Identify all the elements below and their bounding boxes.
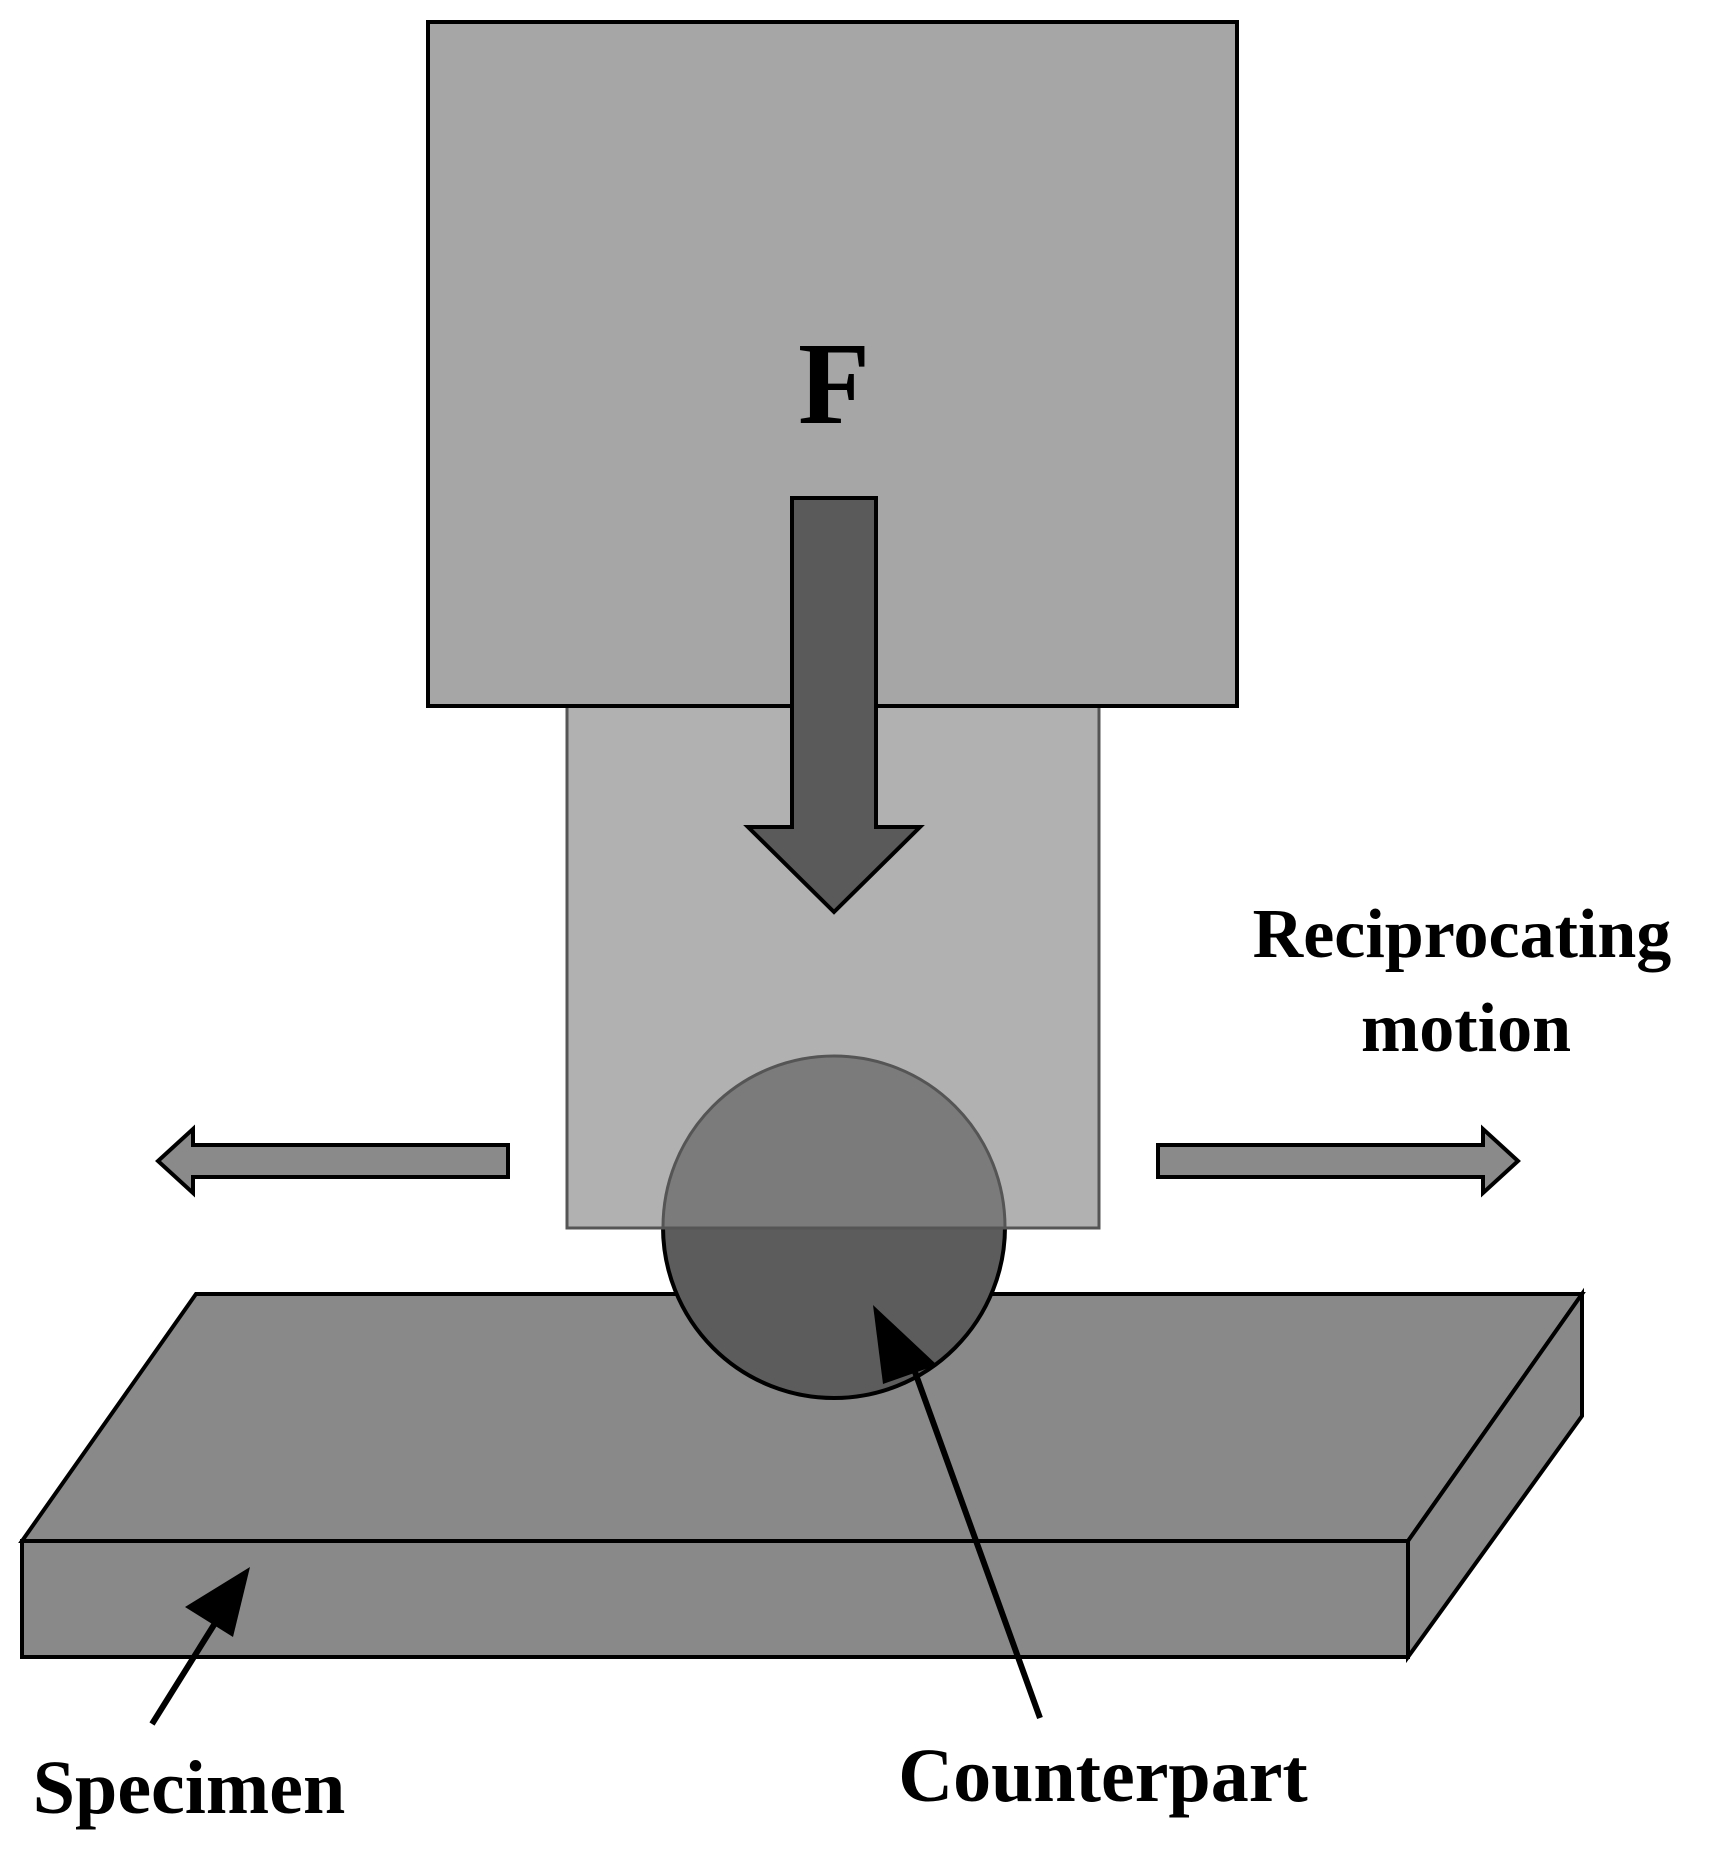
- motion-label-line1: Reciprocating: [1253, 896, 1672, 973]
- motion-arrow-left: [155, 1124, 510, 1198]
- counterpart-pointer: [873, 1305, 1043, 1720]
- motion-label-line2: motion: [1361, 990, 1571, 1067]
- motion-arrow-right: [1156, 1124, 1521, 1198]
- force-arrow: [743, 496, 925, 915]
- counterpart-label: Counterpart: [898, 1734, 1308, 1818]
- force-label: F: [798, 318, 870, 449]
- specimen-front-face: [20, 1539, 1410, 1659]
- specimen-pointer-head: [185, 1567, 250, 1637]
- specimen: [18, 1287, 1586, 1664]
- specimen-pointer: [149, 1567, 250, 1726]
- specimen-side-face: [1406, 1287, 1584, 1664]
- counterpart-pointer-head: [873, 1305, 937, 1384]
- specimen-label: Specimen: [33, 1746, 345, 1830]
